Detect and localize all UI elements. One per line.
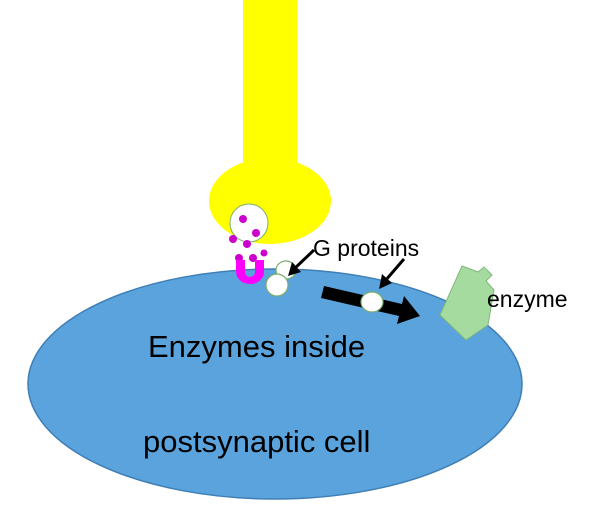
moving-g-protein-pointer-arrow <box>379 258 406 289</box>
postsynaptic-cell <box>27 268 523 500</box>
enzyme-label: enzyme <box>487 286 568 312</box>
neurotransmitter-dot <box>229 235 237 243</box>
axon-terminal <box>209 158 331 244</box>
presynaptic-axon <box>209 0 331 244</box>
neurotransmitter-dot <box>260 249 268 257</box>
g-protein-icon <box>265 273 289 297</box>
cell-label-line1: Enzymes inside <box>148 329 365 364</box>
cell-label-line2: postsynaptic cell <box>143 424 370 459</box>
g-protein-icon <box>360 291 384 313</box>
g-protein-pointer-arrow <box>288 248 316 276</box>
vesicle-neurotransmitters <box>239 215 260 237</box>
neurotransmitter-dot <box>252 229 260 237</box>
receptor-icon <box>236 260 264 284</box>
g-proteins-label: G proteins <box>313 235 419 261</box>
axon-stalk <box>243 0 297 175</box>
neurotransmitter-dot <box>243 240 251 248</box>
neurotransmitter-dot <box>239 215 247 223</box>
enzyme-icon <box>439 265 495 341</box>
